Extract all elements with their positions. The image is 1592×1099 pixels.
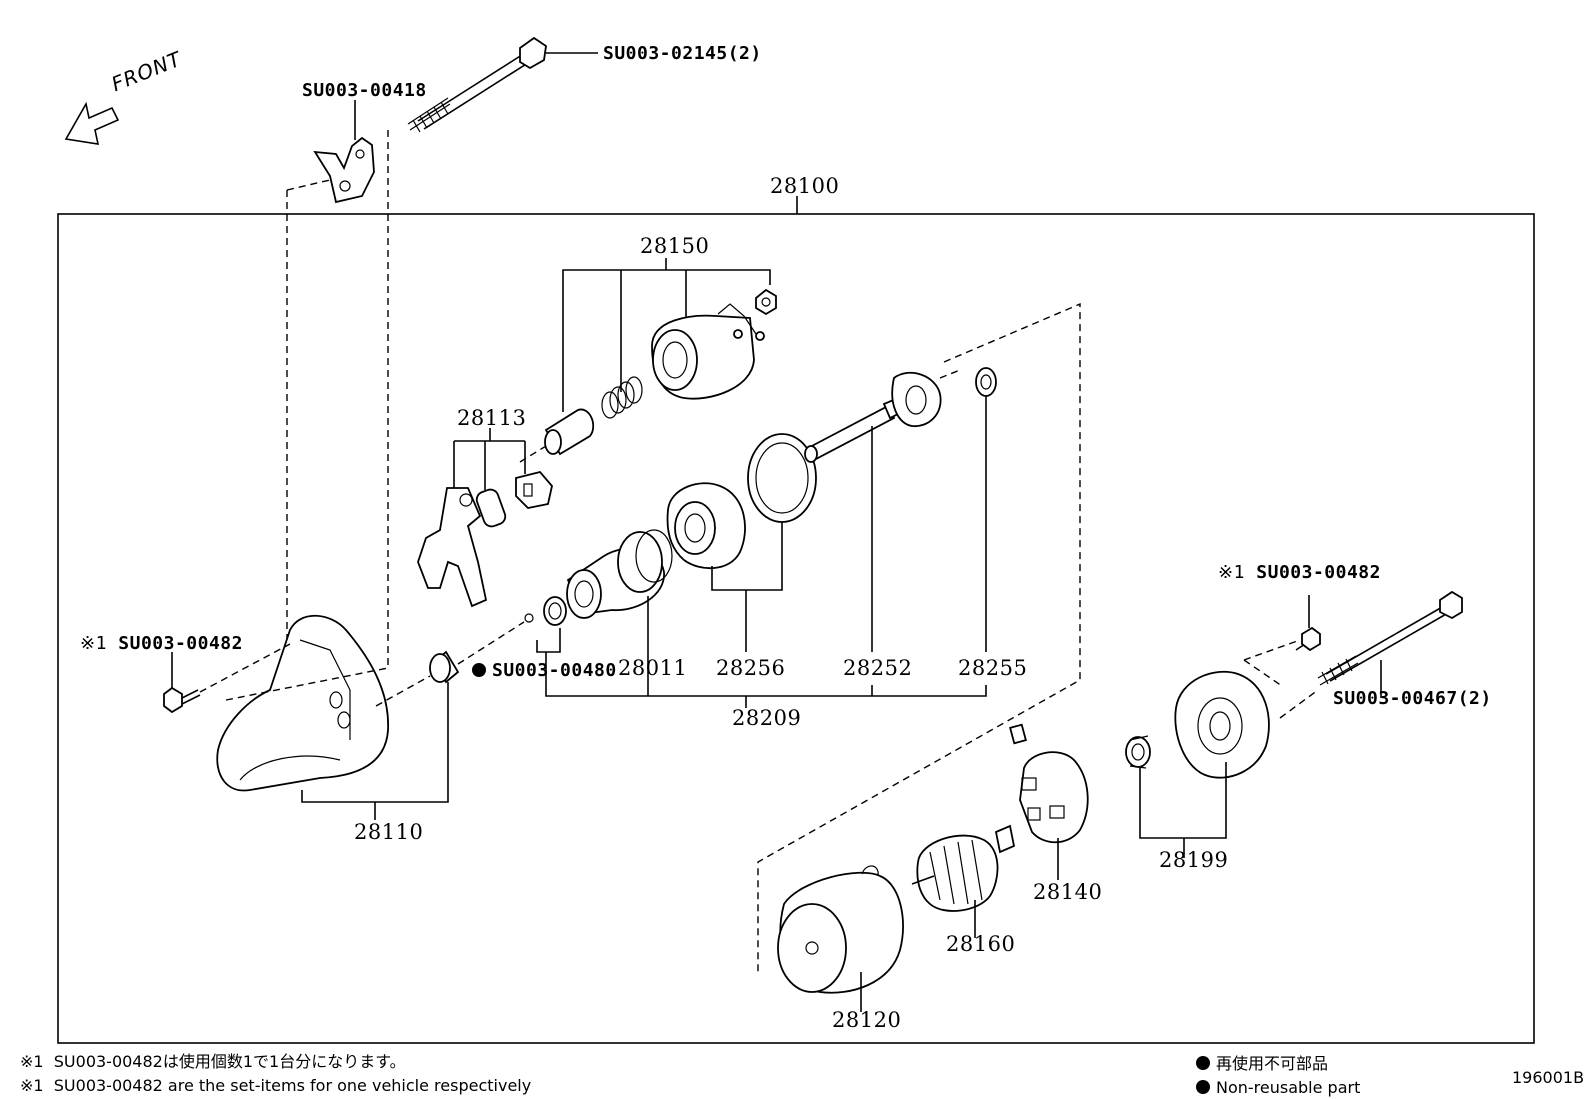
label-28120: 28120 bbox=[832, 1008, 902, 1032]
footnote-en-mark: ※1 bbox=[20, 1076, 44, 1095]
label-su003-00480-text: SU003-00480 bbox=[492, 660, 617, 681]
legend-jp-text: 再使用不可部品 bbox=[1216, 1054, 1329, 1073]
ref-mark: ※1 bbox=[80, 633, 107, 654]
footnote-en-text: SU003-00482 are the set-items for one ve… bbox=[53, 1076, 532, 1095]
stop-ring bbox=[543, 596, 567, 626]
footnote-jp-text: SU003-00482は使用個数1で1台分になります。 bbox=[53, 1052, 406, 1071]
bracket-00418 bbox=[313, 136, 375, 204]
label-28160: 28160 bbox=[946, 932, 1016, 956]
footnote-en: ※1 SU003-00482 are the set-items for one… bbox=[20, 1078, 531, 1094]
bolt-00482-left bbox=[163, 686, 201, 714]
label-su003-00482-right: ※1 SU003-00482 bbox=[1218, 564, 1381, 582]
yoke-28120 bbox=[777, 865, 904, 994]
internal-gear-ring-28256 bbox=[747, 433, 817, 523]
footnote-jp: ※1 SU003-00482は使用個数1で1台分になります。 bbox=[20, 1054, 406, 1070]
label-28256: 28256 bbox=[716, 656, 786, 680]
bolt-00482-right bbox=[1295, 626, 1321, 652]
label-28113: 28113 bbox=[457, 406, 527, 430]
plunger-28150 bbox=[544, 408, 595, 456]
brush-holder-28140 bbox=[1009, 723, 1089, 844]
legend-en: Non-reusable part bbox=[1196, 1080, 1360, 1096]
label-su003-02145: SU003-02145(2) bbox=[603, 43, 762, 64]
label-28110: 28110 bbox=[354, 820, 424, 844]
lever-holder-28113 bbox=[515, 470, 553, 509]
drive-shaft-28252 bbox=[804, 371, 942, 463]
non-reusable-dot-icon bbox=[472, 663, 486, 677]
label-su003-00482-left: ※1 SU003-00482 bbox=[80, 635, 243, 653]
lever-spring-28113 bbox=[475, 488, 507, 528]
solenoid-28150 bbox=[651, 288, 777, 400]
shift-lever-28113 bbox=[417, 487, 488, 608]
bolt-02145 bbox=[407, 36, 547, 133]
armature-28160 bbox=[911, 824, 1016, 912]
label-28100: 28100 bbox=[770, 174, 840, 198]
label-su003-00480: SU003-00480 bbox=[472, 662, 617, 680]
label-28209: 28209 bbox=[732, 706, 802, 730]
label-su003-00482-left-text: SU003-00482 bbox=[118, 633, 243, 654]
end-frame-28199 bbox=[1174, 670, 1270, 779]
label-28011: 28011 bbox=[618, 656, 688, 680]
legend-dot-icon bbox=[1196, 1056, 1210, 1070]
footnote-jp-mark: ※1 bbox=[20, 1052, 44, 1071]
legend-dot-icon-2 bbox=[1196, 1080, 1210, 1094]
planetary-gear-28256 bbox=[666, 482, 746, 570]
label-su003-00418: SU003-00418 bbox=[302, 80, 427, 101]
label-28252: 28252 bbox=[843, 656, 913, 680]
through-bolt-00467 bbox=[1317, 590, 1463, 686]
label-28255: 28255 bbox=[958, 656, 1028, 680]
front-housing-28110 bbox=[216, 614, 389, 792]
legend-jp: 再使用不可部品 bbox=[1196, 1056, 1328, 1072]
label-28140: 28140 bbox=[1033, 880, 1103, 904]
pinion-clutch-28011 bbox=[566, 529, 673, 619]
label-28199: 28199 bbox=[1159, 848, 1229, 872]
label-28150: 28150 bbox=[640, 234, 710, 258]
bushing-28110 bbox=[429, 650, 460, 684]
bearing-28255 bbox=[975, 367, 997, 397]
springs-28150 bbox=[601, 376, 643, 419]
front-arrow-icon bbox=[64, 101, 120, 145]
label-su003-00482-right-text: SU003-00482 bbox=[1256, 562, 1381, 583]
legend-en-text: Non-reusable part bbox=[1216, 1078, 1361, 1097]
assembly-28100-frame bbox=[57, 213, 1535, 1044]
diagram-id: 196001B bbox=[1512, 1068, 1585, 1087]
end-bushing-28199 bbox=[1125, 735, 1151, 769]
ref-mark-right: ※1 bbox=[1218, 562, 1245, 583]
label-su003-00467: SU003-00467(2) bbox=[1333, 688, 1492, 709]
